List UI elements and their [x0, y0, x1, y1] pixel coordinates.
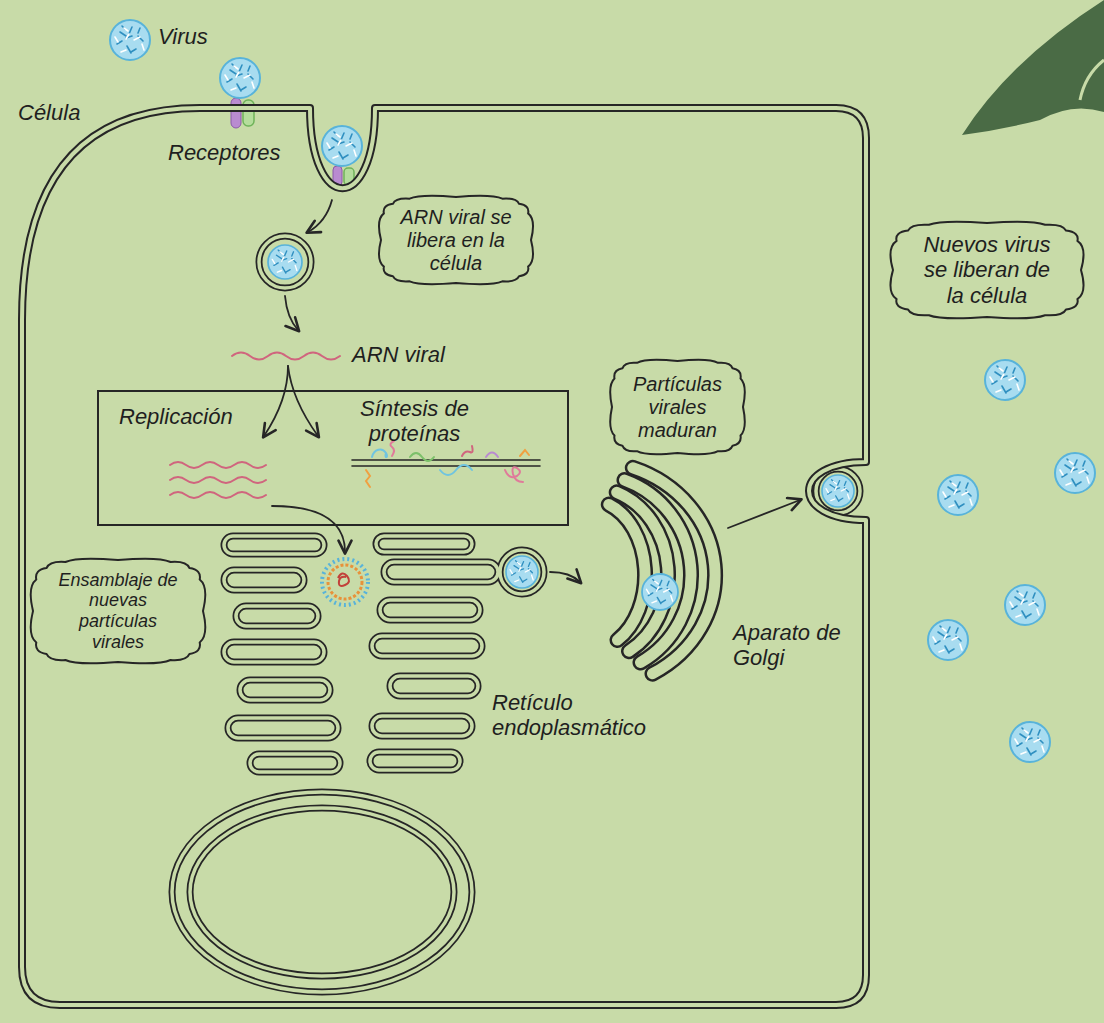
virus-particles	[938, 475, 978, 515]
virus-particles	[985, 360, 1025, 400]
legend-swatch	[106, 16, 154, 64]
cloud-text: Nuevos virus se liberan de la célula	[917, 232, 1057, 308]
virus-particles	[268, 245, 302, 279]
callout-cloud: Ensamblaje de nuevas partículas virales	[28, 555, 208, 667]
protein-synthesis	[505, 467, 523, 482]
protein-synthesis	[410, 453, 434, 461]
legend-text: Virus	[158, 24, 208, 49]
callout-cloud: ARN viral se libera en la célula	[376, 192, 536, 288]
cloud-text: Ensamblaje de nuevas partículas virales	[56, 570, 181, 653]
callout-cloud: Nuevos virus se liberan de la célula	[888, 218, 1086, 322]
protein-synthesis	[520, 450, 529, 456]
callout-cloud: Partículas virales maduran	[607, 356, 748, 458]
protein-synthesis	[486, 453, 498, 458]
golgi-apparatus	[609, 468, 715, 674]
cloud-text: Partículas virales maduran	[625, 373, 730, 442]
protein-synthesis	[462, 446, 473, 456]
cell-membrane	[22, 108, 866, 1005]
virus-particles	[642, 574, 678, 610]
assembly-vesicle	[338, 573, 349, 585]
virus-particles	[220, 58, 260, 98]
virus-particles	[822, 475, 854, 507]
assembly-vesicle	[322, 559, 368, 605]
box-text: Replicación	[119, 404, 269, 429]
assembly-vesicle	[328, 565, 362, 599]
golgi-apparatus	[609, 468, 715, 674]
cloud-outline	[31, 559, 206, 664]
part-label: Retículo endoplasmático	[492, 690, 670, 741]
virus-particles	[1055, 453, 1095, 493]
part-label: ARN viral	[352, 342, 462, 367]
flow-arrows	[550, 572, 580, 582]
protein-synthesis	[352, 460, 540, 466]
endoplasmic-reticulum	[172, 236, 860, 992]
virus-particles	[220, 58, 1095, 762]
box-text: Síntesis de proteínas	[347, 396, 482, 447]
legend-swatch	[106, 16, 154, 64]
receptor-proteins	[231, 98, 241, 128]
virus-particles	[322, 126, 362, 166]
cloud-outline	[890, 222, 1083, 319]
endoplasmic-reticulum	[172, 236, 860, 992]
leaf-decoration	[962, 0, 1104, 135]
viral-rna	[170, 492, 266, 498]
cell-membrane	[22, 108, 866, 1005]
leaf-decoration	[1080, 60, 1104, 100]
flow-arrows	[288, 366, 318, 436]
virus-particles	[928, 620, 968, 660]
part-label: Aparato de Golgi	[733, 620, 851, 671]
process-box: Replicación Síntesis de proteínas	[97, 390, 569, 526]
virus-particles	[1010, 722, 1050, 762]
endoplasmic-reticulum	[172, 236, 860, 992]
virus-particles	[1005, 585, 1045, 625]
cell-label: Célula	[18, 100, 80, 125]
cloud-text: ARN viral se libera en la célula	[400, 206, 512, 275]
flow-arrows	[728, 500, 800, 528]
protein-synthesis	[352, 441, 540, 487]
flow-arrows	[264, 366, 288, 436]
flow-arrows	[272, 506, 345, 552]
golgi-apparatus	[609, 468, 715, 674]
virus-particles	[506, 556, 538, 588]
flow-arrows	[285, 296, 298, 330]
viral-rna	[170, 477, 266, 483]
receptor-proteins	[243, 100, 254, 126]
part-label: Receptores	[168, 140, 298, 165]
cell-membrane	[22, 108, 866, 1005]
leaf-decoration	[962, 0, 1104, 135]
viral-rna	[170, 462, 266, 468]
cell-outline: CélulaARN viral se libera en la célulaPa…	[15, 100, 875, 1015]
assembly-vesicle	[322, 559, 368, 605]
cloud-outline	[379, 196, 533, 284]
virus-icon	[110, 20, 150, 60]
protein-synthesis	[366, 470, 370, 487]
protein-synthesis	[440, 465, 472, 475]
flow-arrows	[308, 200, 332, 232]
cloud-outline	[610, 360, 745, 454]
protein-synthesis	[372, 450, 387, 458]
viral-rna	[232, 353, 340, 360]
